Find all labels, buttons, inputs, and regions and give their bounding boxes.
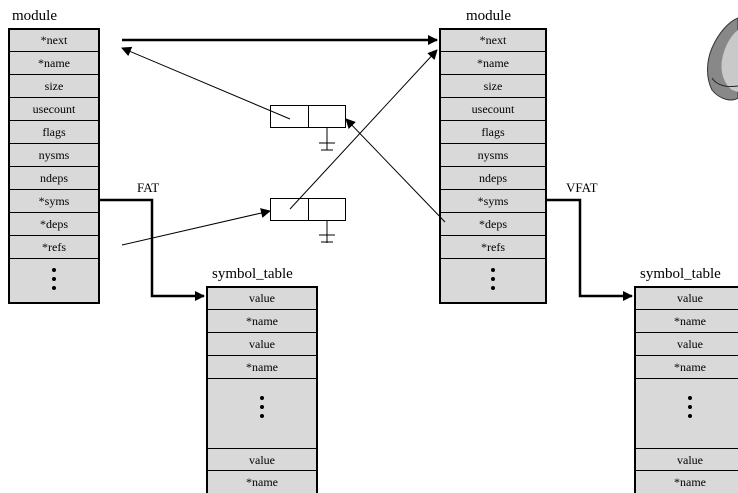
symtab-right-field: *name [636, 471, 738, 493]
module-right-field: *syms [441, 190, 545, 213]
clipart-fragment [707, 17, 738, 101]
module-left-field: nysms [10, 144, 98, 167]
symtab-right-field: *name [636, 310, 738, 333]
ref-node-lower-right [308, 198, 346, 221]
symtab-left-field: value [208, 448, 316, 471]
symtab-right-struct: value *name value *name value *name [634, 286, 738, 493]
module-right-field: *deps [441, 213, 545, 236]
symtab-left-field: *name [208, 471, 316, 493]
symtab-right-field: value [636, 448, 738, 471]
module-left-field: size [10, 75, 98, 98]
ground-symbol-upper [319, 128, 335, 151]
ref-node-upper-right [308, 105, 346, 128]
refs-arrow [121, 208, 271, 246]
module-right-field: *name [441, 52, 545, 75]
vfat-label: VFAT [566, 180, 598, 195]
module-right-field: flags [441, 121, 545, 144]
module-left-field: *next [10, 30, 98, 52]
vfat-syms-arrow [547, 198, 633, 301]
module-right-field: usecount [441, 98, 545, 121]
module-left-field: flags [10, 121, 98, 144]
module-left-field: ndeps [10, 167, 98, 190]
module-left-field: *name [10, 52, 98, 75]
module-right-field: size [441, 75, 545, 98]
ellipsis-vertical [208, 396, 316, 423]
ellipsis-vertical [10, 268, 98, 295]
module-right-struct: *next *name size usecount flags nysms nd… [439, 28, 547, 304]
module-left-field: *refs [10, 236, 98, 259]
symtab-right-field: *name [636, 356, 738, 379]
module-left-field: *syms [10, 190, 98, 213]
module-left-title: module [12, 8, 57, 24]
symtab-left-title: symbol_table [212, 266, 293, 282]
module-right-field: nysms [441, 144, 545, 167]
symtab-left-field: *name [208, 310, 316, 333]
module-left-struct: *next *name size usecount flags nysms nd… [8, 28, 100, 304]
module-left-field: usecount [10, 98, 98, 121]
symtab-right-field: value [636, 333, 738, 356]
ground-symbol-lower [319, 221, 335, 243]
ref-next-arrow [289, 49, 438, 210]
fat-label: FAT [137, 180, 160, 195]
symtab-right-title: symbol_table [640, 266, 721, 282]
symtab-right-field: value [636, 288, 738, 310]
module-right-title: module [466, 8, 511, 24]
module-right-field: *refs [441, 236, 545, 259]
symtab-left-struct: value *name value *name value *name [206, 286, 318, 493]
symtab-left-field: value [208, 333, 316, 356]
fat-syms-arrow [100, 198, 205, 301]
module-right-field: *next [441, 30, 545, 52]
ellipsis-vertical [441, 268, 545, 295]
module-right-field: ndeps [441, 167, 545, 190]
deps-arrow [345, 118, 446, 223]
module-left-field: *deps [10, 213, 98, 236]
symtab-left-field: value [208, 288, 316, 310]
ellipsis-vertical [636, 396, 738, 423]
ref-prev-arrow [121, 46, 291, 120]
symtab-left-field: *name [208, 356, 316, 379]
